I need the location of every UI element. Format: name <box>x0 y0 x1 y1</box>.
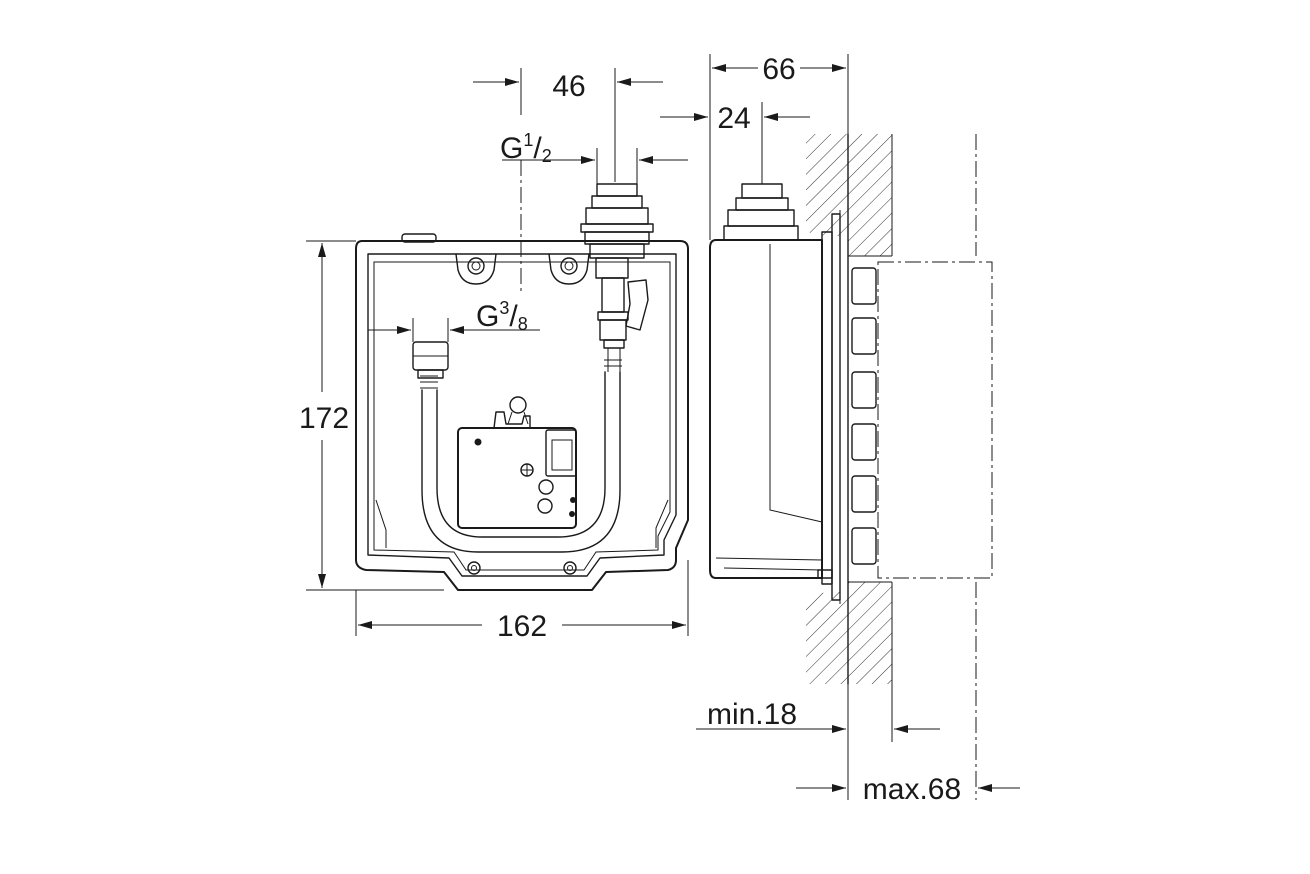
front-valve-assembly <box>580 183 654 372</box>
wall-hatch-top <box>806 134 848 236</box>
dimension-max68: max.68 <box>796 134 1020 806</box>
dimension-162: 162 <box>355 560 689 643</box>
dimension-min18: min.18 <box>696 684 940 800</box>
side-view <box>709 133 993 685</box>
wall-hatch-top-right <box>848 134 892 256</box>
side-cover-outline <box>877 261 993 579</box>
dim-label-max68: max.68 <box>863 773 961 806</box>
front-flex-hose <box>420 359 622 553</box>
front-mounting-lugs <box>455 253 590 575</box>
thread-label-g38: G3/8 <box>476 298 528 334</box>
thread-g38: G3/8 <box>368 298 540 342</box>
dim-label-46: 46 <box>552 70 585 103</box>
dim-label-24: 24 <box>717 102 750 135</box>
dim-label-172: 172 <box>299 402 349 435</box>
dimension-172: 172 <box>299 240 444 591</box>
front-housing-outline <box>355 240 689 591</box>
side-valve-stub <box>723 183 799 241</box>
thread-g12: G1/2 <box>500 130 688 184</box>
dimension-66: 66 <box>709 53 849 240</box>
wall-hatch-bottom-right <box>848 582 892 684</box>
side-frame-ribs <box>851 267 877 565</box>
dim-label-min18: min.18 <box>707 698 797 731</box>
wall-hatch-bottom <box>806 592 848 684</box>
front-top-tab <box>401 233 437 243</box>
dimension-46: 46 <box>473 68 663 292</box>
front-inner-liner <box>367 253 677 577</box>
side-box-body <box>709 239 823 579</box>
front-g38-connector <box>412 341 449 379</box>
front-view <box>355 183 689 591</box>
side-flange <box>821 231 833 585</box>
front-electronics-module <box>457 396 577 529</box>
dim-label-162: 162 <box>497 610 547 643</box>
dimension-24: 24 <box>660 102 810 184</box>
thread-label-g12: G1/2 <box>500 130 552 166</box>
dim-label-66: 66 <box>762 53 795 86</box>
